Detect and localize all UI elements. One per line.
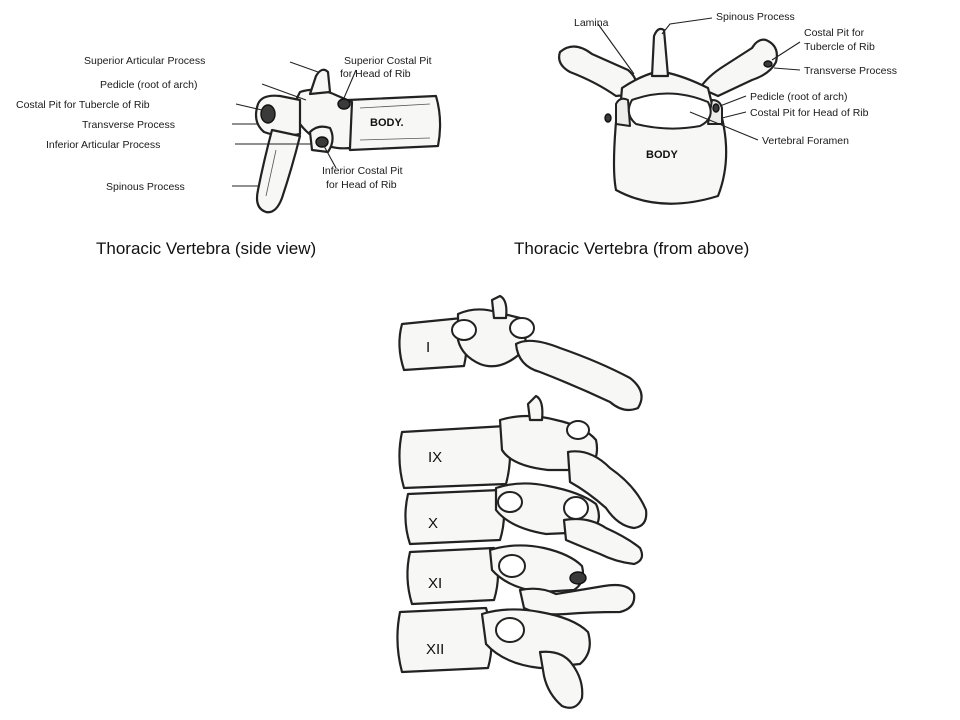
vertebra-x-label: X <box>428 515 438 532</box>
vertebra-i: I <box>398 294 643 412</box>
label-inferior-costal-pit-line1: Inferior Costal Pit <box>322 165 403 177</box>
side-view-body-label: BODY. <box>370 117 404 129</box>
label-vertebral-foramen: Vertebral Foramen <box>762 135 849 147</box>
label-inferior-articular-process: Inferior Articular Process <box>46 139 160 151</box>
top-view-body-label: BODY <box>646 149 678 161</box>
top-view-caption: Thoracic Vertebra (from above) <box>514 239 749 258</box>
label-pedicle-side: Pedicle (root of arch) <box>100 79 197 91</box>
label-inferior-costal-pit-line2: for Head of Rib <box>326 179 397 191</box>
side-view-figure: Superior Articular Process Pedicle (root… <box>16 55 442 258</box>
top-view-vertebral-foramen <box>627 92 712 130</box>
side-view-costal-pit-tubercle <box>260 104 276 124</box>
label-costal-pit-tubercle-top-line2: Tubercle of Rib <box>804 41 875 53</box>
vertebra-xii-label: XII <box>426 641 444 658</box>
label-superior-costal-pit-line2: for Head of Rib <box>340 68 411 80</box>
label-costal-pit-head-top: Costal Pit for Head of Rib <box>750 107 869 119</box>
label-transverse-process-top: Transverse Process <box>804 65 897 77</box>
vertebra-x: X <box>404 482 644 566</box>
side-view-superior-costal-pit <box>337 98 351 110</box>
top-view-transverse-process-right <box>698 38 778 98</box>
top-view-spinous-process <box>650 27 670 78</box>
label-costal-pit-tubercle-side: Costal Pit for Tubercle of Rib <box>16 99 150 111</box>
label-costal-pit-tubercle-top-line1: Costal Pit for <box>804 27 865 39</box>
top-view-figure: Lamina Spinous Process Costal Pit for Tu… <box>514 11 897 258</box>
vertebra-xii: XII <box>396 606 591 709</box>
vertebra-ix: IX <box>398 394 648 530</box>
label-spinous-process-side: Spinous Process <box>106 181 185 193</box>
label-pedicle-top: Pedicle (root of arch) <box>750 91 847 103</box>
vertebra-xi: XI <box>406 544 636 616</box>
vertebra-i-label: I <box>426 339 430 356</box>
label-lamina: Lamina <box>574 17 609 29</box>
side-view-caption: Thoracic Vertebra (side view) <box>96 239 316 258</box>
top-view-pedicle-left <box>615 97 631 127</box>
side-view-inferior-costal-pit <box>315 136 329 148</box>
vertebra-xi-label: XI <box>428 575 442 592</box>
label-transverse-process-side: Transverse Process <box>82 119 175 131</box>
label-spinous-process-top: Spinous Process <box>716 11 795 23</box>
side-view-spinous-process <box>255 128 302 214</box>
label-superior-costal-pit-line1: Superior Costal Pit <box>344 55 432 67</box>
side-view-superior-articular-process <box>308 68 332 96</box>
thoracic-column-figure: I IX X XI <box>396 294 648 709</box>
vertebra-ix-label: IX <box>428 449 442 466</box>
label-superior-articular-process: Superior Articular Process <box>84 55 205 67</box>
